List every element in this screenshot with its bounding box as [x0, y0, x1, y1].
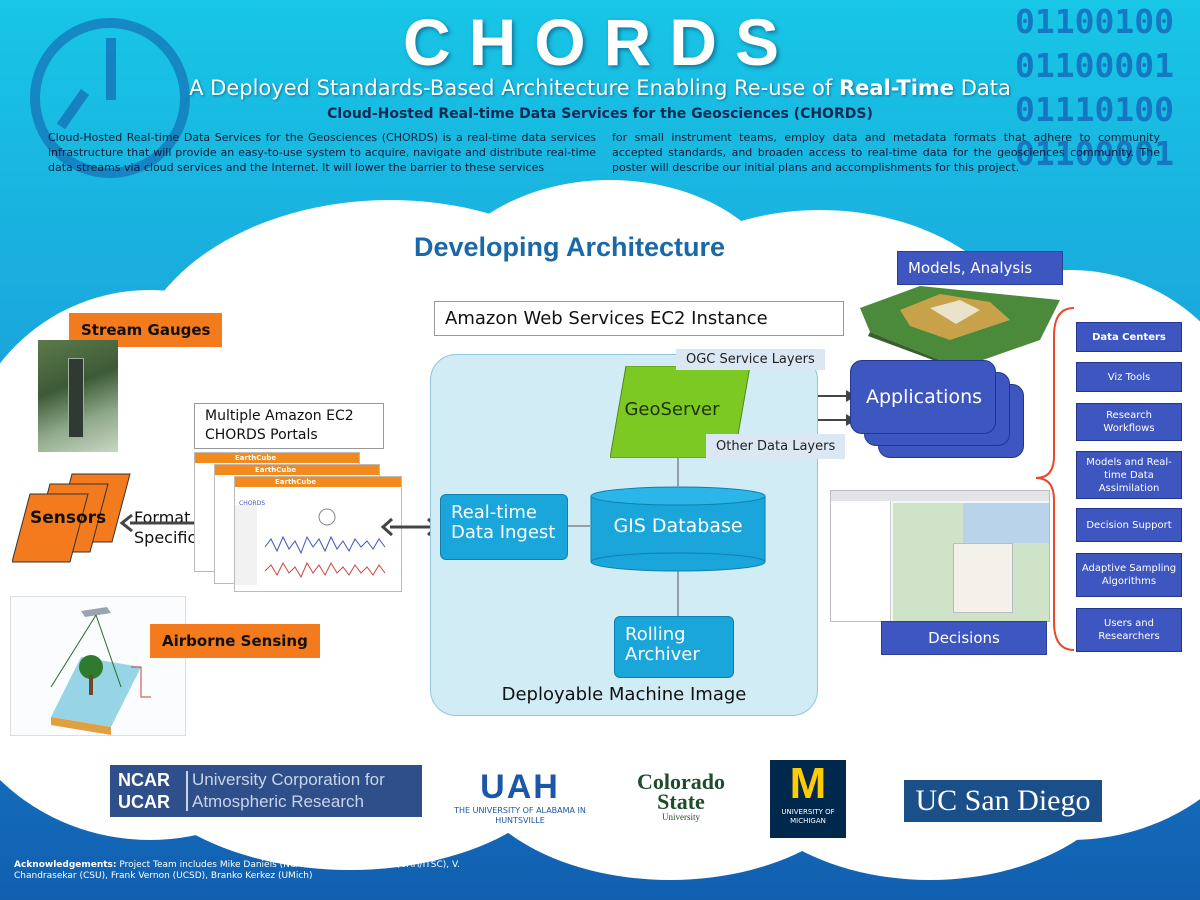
poster-subtitle: A Deployed Standards-Based Architecture …	[189, 76, 1011, 100]
terrain-model-image	[860, 286, 1060, 370]
machine-image-label: Deployable Machine Image	[501, 684, 747, 705]
ogc-layers-label: OGC Service Layers	[676, 349, 825, 370]
umich-logo: M UNIVERSITY OF MICHIGAN	[770, 760, 846, 838]
poster-subtitle-secondary: Cloud-Hosted Real-time Data Services for…	[327, 106, 873, 122]
airborne-sensing-label: Airborne Sensing	[150, 624, 320, 658]
right-item-data-centers: Data Centers	[1076, 322, 1182, 352]
portal-brand: CHORDS	[239, 500, 265, 507]
right-item-research-workflows: Research Workflows	[1076, 403, 1182, 441]
uah-logo: UAH THE UNIVERSITY OF ALABAMA IN HUNTSVI…	[454, 768, 586, 825]
portal-screenshot-3: EarthCube CHORDS	[234, 476, 402, 592]
intro-text-right: for small instrument teams, employ data …	[612, 131, 1160, 174]
aws-instance-label: Amazon Web Services EC2 Instance	[434, 301, 844, 336]
decisions-label: Decisions	[881, 621, 1047, 655]
other-layers-label: Other Data Layers	[706, 434, 846, 459]
ncar-ucar-logo: NCAR UCAR University Corporation for Atm…	[110, 765, 422, 817]
applications-card-front	[850, 360, 996, 434]
csu-logo: Colorado State University	[637, 769, 725, 823]
right-item-adaptive-sampling: Adaptive Sampling Algorithms	[1076, 553, 1182, 597]
right-item-users-researchers: Users and Researchers	[1076, 608, 1182, 652]
right-item-viz-tools: Viz Tools	[1076, 362, 1182, 392]
diagram-heading: Developing Architecture	[414, 232, 726, 262]
gis-database-cylinder	[590, 486, 766, 572]
sensors-stack	[12, 473, 131, 563]
realtime-ingest-box: Real-time Data Ingest	[440, 494, 568, 560]
acknowledgements: Acknowledgements: Project Team includes …	[14, 860, 460, 881]
right-brace	[1035, 307, 1075, 651]
decisions-map-screenshot	[830, 490, 1050, 622]
clock-icon	[30, 18, 190, 178]
poster-title: CHORDS	[402, 5, 797, 79]
rolling-archiver-box: Rolling Archiver	[614, 616, 734, 678]
intro-text-left: Cloud-Hosted Real-time Data Services for…	[48, 131, 596, 174]
sensors-label: Sensors	[30, 508, 107, 528]
geoserver-label: GeoServer	[624, 399, 720, 420]
models-analysis-label: Models, Analysis	[897, 251, 1063, 285]
stream-gauge-photo	[38, 340, 118, 452]
portals-label: Multiple Amazon EC2 CHORDS Portals	[194, 403, 384, 449]
ucsd-logo: UC San Diego	[904, 780, 1102, 822]
binary-watermark: 01100100 01100001 01110100 01100001	[1015, 2, 1174, 173]
applications-label: Applications	[865, 386, 983, 408]
gis-database-label: GIS Database	[613, 515, 743, 537]
right-item-decision-support: Decision Support	[1076, 508, 1182, 542]
right-item-models-assimilation: Models and Real-time Data Assimilation	[1076, 451, 1182, 499]
airborne-sensing-figure	[10, 596, 186, 736]
